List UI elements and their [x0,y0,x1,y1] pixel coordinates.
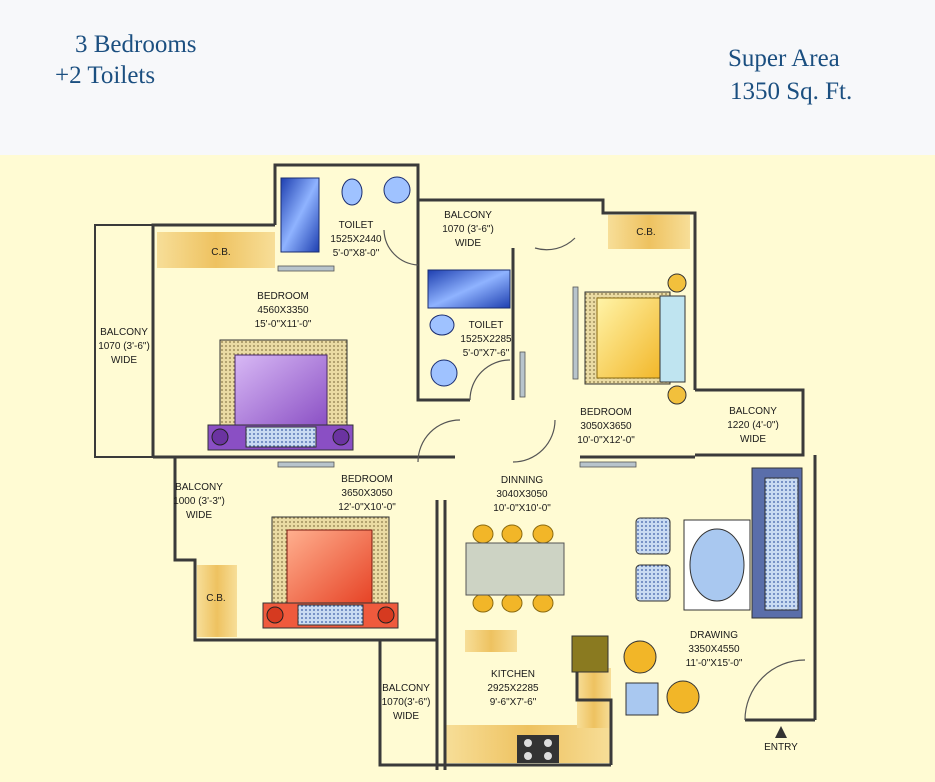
bedroom2-name: BEDROOM [580,407,632,418]
washbasin-icon [430,359,458,387]
toilet1-dim-mm: 1525X2440 [330,234,382,245]
balcony-mid-name: BALCONY [175,482,223,493]
dinning-name: DINNING [501,475,543,486]
kitchen-counter-top [465,630,517,652]
balcony-left-suffix: WIDE [111,355,137,366]
balcony-left-name: BALCONY [100,327,148,338]
toilets-count: +2 Toilets [55,62,156,89]
bed-icon [584,273,687,405]
toilet2-dim-ft: 5'-0"X7'-6" [463,348,510,359]
cb-right-label: C.B. [636,227,655,238]
toilet1-name: TOILET [339,220,374,231]
dinning-dim-mm: 3040X3050 [496,489,548,500]
entry-label: ENTRY [764,742,798,753]
commode-icon [429,314,455,336]
cupboard-right [608,215,690,249]
balcony-bottom-suffix: WIDE [393,711,419,722]
cb-lower-label: C.B. [206,593,225,604]
kitchen-name: KITCHEN [491,669,535,680]
toilet1-dim-ft: 5'-0"X8'-0" [333,248,380,259]
cupboard-lower [197,565,237,637]
stove-icon [517,735,559,763]
balcony-bottom-name: BALCONY [382,683,430,694]
cb-left-label: C.B. [211,247,230,258]
walls [94,163,817,770]
bed-icon [262,516,399,629]
chair-icon [623,640,700,716]
bedroom2-dim-mm: 3050X3650 [580,421,632,432]
bed-icon [207,339,354,451]
bedroom1-name: BEDROOM [257,291,309,302]
kitchen-dim-ft: 9'-6"X7'-6" [490,697,537,708]
balcony-top-dim: 1070 (3'-6") [442,224,494,235]
bedrooms-count: 3 Bedrooms [75,31,197,58]
balcony-mid-suffix: WIDE [186,510,212,521]
door-arcs [383,229,806,721]
washbasin-icon [383,176,411,204]
balcony-right-suffix: WIDE [740,434,766,445]
entry-arrow-icon [775,726,787,738]
bedroom3-dim-mm: 3650X3050 [341,488,393,499]
drawing-dim-mm: 3350X4550 [688,644,740,655]
kitchen-counter-side [577,668,611,728]
dinning-dim-ft: 10'-0"X10'-0" [493,503,551,514]
drawing-name: DRAWING [690,630,738,641]
balcony-mid-dim: 1000 (3'-3") [173,496,225,507]
header-banner [0,0,935,155]
drawing-dim-ft: 11'-0"X15'-0" [686,658,743,669]
commode-icon [341,178,363,206]
dining-table-icon [465,524,565,613]
balcony-right-name: BALCONY [729,406,777,417]
cupboard-left [157,232,275,268]
bedroom1-dim-ft: 15'-0"X11'-0" [255,319,312,330]
super-area-label: Super Area [728,45,840,72]
bathtub-icon [280,177,320,253]
sofa-icon [751,467,803,619]
windows [277,265,637,468]
balcony-top-name: BALCONY [444,210,492,221]
toilet2-dim-mm: 1525X2285 [460,334,512,345]
refrigerator-icon [571,635,609,673]
balcony-right-dim: 1220 (4'-0") [727,420,779,431]
toilet2-name: TOILET [469,320,504,331]
bedroom1-dim-mm: 4560X3350 [257,305,309,316]
kitchen-dim-mm: 2925X2285 [487,683,539,694]
balcony-bottom-dim: 1070(3'-6") [382,697,431,708]
balcony-left-dim: 1070 (3'-6") [98,341,150,352]
super-area-value: 1350 Sq. Ft. [730,78,853,105]
bedroom3-name: BEDROOM [341,474,393,485]
balcony-top-suffix: WIDE [455,238,481,249]
bedroom2-dim-ft: 10'-0"X12'-0" [577,435,635,446]
bedroom3-dim-ft: 12'-0"X10'-0" [338,502,396,513]
center-table-icon [683,519,751,611]
bathtub-icon [427,269,511,309]
armchair-icon [635,517,671,602]
